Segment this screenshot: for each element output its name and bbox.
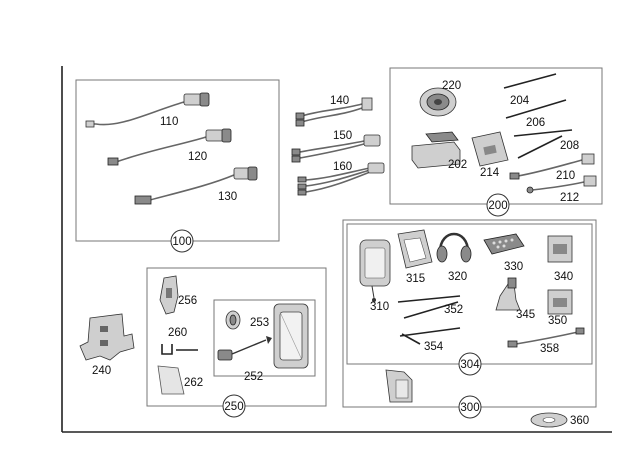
navigation-unit-310[interactable] [359,239,391,302]
cable-212[interactable] [526,175,597,194]
cable-130[interactable] [134,166,258,205]
label-212: 212 [560,192,579,204]
label-300: 300 [460,402,479,414]
callout-300-circle [458,395,482,419]
manual-350[interactable] [547,289,573,315]
label-250: 250 [224,401,243,413]
wire-208-a[interactable] [513,129,573,137]
frame-315[interactable] [397,229,433,269]
label-358: 358 [540,343,559,355]
cable-210[interactable] [509,153,595,180]
wire-352-a[interactable] [397,295,461,303]
label-140: 140 [330,95,349,107]
label-256: 256 [178,295,197,307]
label-340: 340 [554,271,573,283]
amplifier-202[interactable] [411,131,461,169]
label-310: 310 [370,301,389,313]
wire-204[interactable] [503,73,557,89]
label-345: 345 [516,309,535,321]
label-100: 100 [172,236,191,248]
label-200: 200 [488,200,507,212]
remote-330[interactable] [483,233,525,255]
cable-140[interactable] [295,97,373,127]
manual-214[interactable] [471,131,509,167]
wire-206[interactable] [505,99,567,119]
callout-250-circle [222,394,246,418]
wire-354-a[interactable] [399,327,461,337]
bracket-260[interactable] [161,344,198,355]
group-200: 220 204 206 208 202 214 210 212 200 [389,67,603,217]
group-252-box [213,299,316,377]
wire-354-b[interactable] [401,333,421,345]
manual-340[interactable] [547,235,573,263]
mount-256[interactable] [159,275,179,315]
label-150: 150 [333,130,352,142]
label-253: 253 [250,317,269,329]
cable-160[interactable] [297,162,385,196]
label-204: 204 [510,95,530,107]
label-350: 350 [548,315,567,327]
label-160: 160 [333,161,352,173]
label-354: 354 [424,341,444,353]
group-250: 256 260 262 253 252 250 [146,267,327,418]
label-214: 214 [480,167,500,179]
speaker-220[interactable] [419,87,457,117]
callout-304-circle [458,352,482,376]
bracket-240[interactable] [79,313,135,361]
headphones-320[interactable] [436,232,472,263]
wire-208-b[interactable] [517,135,563,159]
group-300: 310 315 320 330 340 352 345 350 354 358 … [342,219,597,419]
callout-200-circle [486,193,510,217]
group-100: 110 120 130 100 [75,79,280,253]
label-240: 240 [92,365,111,377]
cable-120[interactable] [107,128,232,166]
label-202: 202 [448,159,467,171]
label-304: 304 [460,359,480,371]
label-320: 320 [448,271,467,283]
cable-150[interactable] [291,134,381,163]
label-130: 130 [218,191,237,203]
label-330: 330 [504,261,523,273]
cable-252[interactable] [217,336,272,361]
label-262: 262 [184,377,203,389]
label-208: 208 [560,140,579,152]
label-120: 120 [188,151,207,163]
disc-360[interactable] [530,412,568,428]
cable-358[interactable] [507,327,585,348]
label-360: 360 [570,415,589,427]
label-260: 260 [168,327,187,339]
label-315: 315 [406,273,425,285]
mount-345[interactable] [495,277,521,311]
label-210: 210 [556,170,575,182]
case-300[interactable] [385,369,413,403]
label-110: 110 [160,116,178,128]
label-252: 252 [244,371,263,383]
film-262[interactable] [157,365,185,395]
label-352: 352 [444,304,463,316]
cradle-252[interactable] [273,303,309,369]
cable-110[interactable] [85,92,210,128]
knob-253[interactable] [225,310,241,330]
label-220: 220 [442,80,461,92]
callout-100-circle [170,229,194,253]
wire-352-b[interactable] [403,301,459,319]
label-206: 206 [526,117,545,129]
